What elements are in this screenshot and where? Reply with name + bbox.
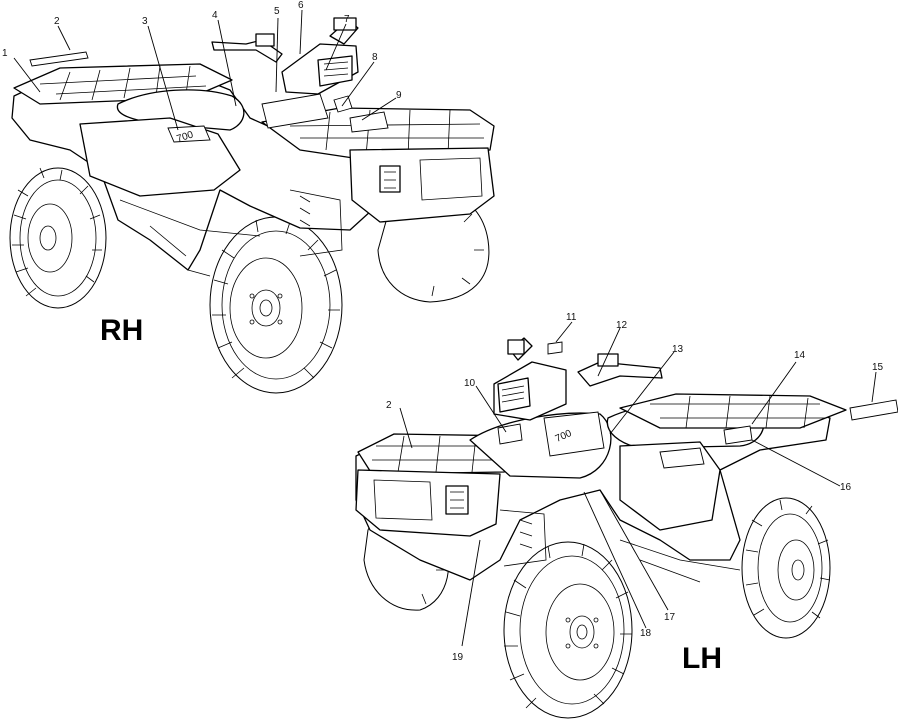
lh-front-wheel — [503, 541, 633, 719]
rh-side-panel-decal — [167, 125, 211, 143]
lh-hood-decal — [543, 411, 605, 457]
rh-side-label: RH — [100, 314, 143, 347]
callout-8: 8 — [372, 52, 378, 63]
callout-11: 11 — [566, 312, 577, 323]
callout-17: 17 — [664, 612, 676, 623]
callout-4: 4 — [212, 10, 218, 21]
lh-leader-lines — [399, 321, 877, 647]
rh-body — [11, 17, 495, 277]
rh-hood-decal — [261, 93, 329, 129]
rh-hood-model-text: 700 — [175, 129, 195, 145]
callout-2-rh: 2 — [54, 16, 60, 27]
callout-16: 16 — [840, 482, 852, 493]
callout-12: 12 — [616, 320, 628, 331]
callout-14: 14 — [794, 350, 806, 361]
rh-leader-lines — [13, 9, 397, 131]
lh-rear-wheel — [741, 497, 831, 639]
callout-3: 3 — [142, 16, 148, 27]
atv-right-hand: 700 1 2 3 4 5 6 7 8 9 RH — [2, 0, 495, 394]
callout-9: 9 — [396, 90, 402, 101]
rh-decals: 700 — [29, 51, 389, 145]
callout-10: 10 — [464, 378, 476, 389]
callout-18: 18 — [640, 628, 652, 639]
callout-1: 1 — [2, 48, 8, 59]
lh-side-panel-decal — [659, 447, 705, 469]
rh-rack-decal — [29, 51, 89, 67]
rh-rear-wheel — [9, 167, 107, 309]
lh-pod-decal — [547, 341, 563, 355]
rh-front-wheel — [209, 216, 343, 394]
callout-6: 6 — [298, 0, 304, 11]
lh-fuel-decal — [497, 423, 523, 445]
callout-13: 13 — [672, 344, 684, 355]
callout-5: 5 — [274, 6, 280, 17]
callout-7: 7 — [344, 14, 350, 25]
callout-19: 19 — [452, 652, 464, 663]
atv-left-hand: 700 10 11 12 13 14 15 16 17 18 19 — [355, 312, 898, 719]
lh-rack-decal — [849, 399, 898, 421]
callout-15: 15 — [872, 362, 884, 373]
callout-2-lh: 2 — [386, 400, 392, 411]
lh-side-label: LH — [682, 642, 722, 675]
lh-decals: 700 — [497, 341, 898, 469]
rh-front-rack-decal — [349, 111, 389, 133]
